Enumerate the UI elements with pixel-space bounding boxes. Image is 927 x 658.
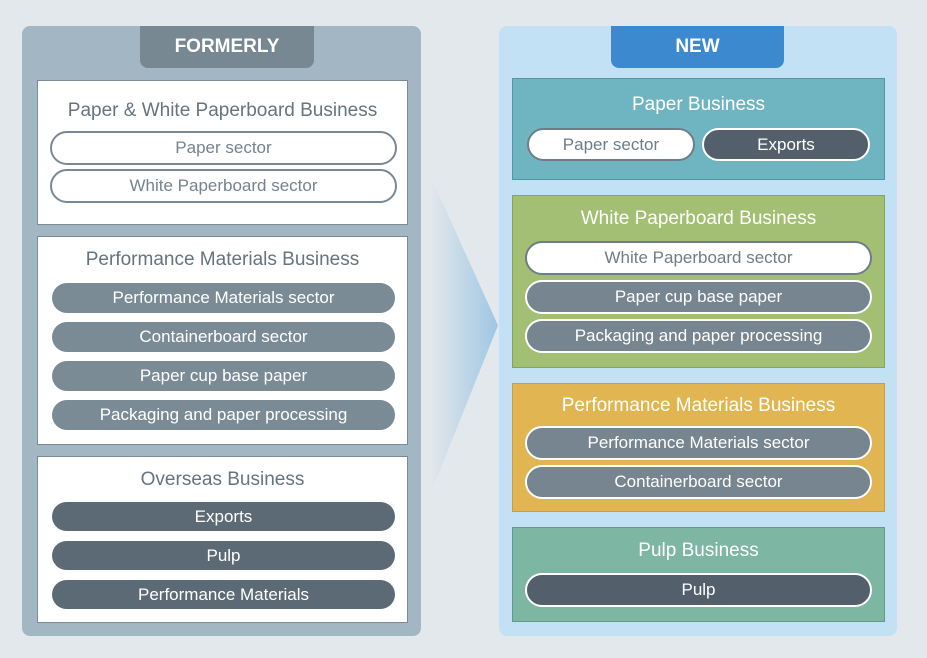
sector-pill: White Paperboard sector <box>525 241 872 275</box>
sector-pill: Performance Materials sector <box>52 283 395 313</box>
group-title: Paper Business <box>631 94 766 115</box>
new-header: NEW <box>611 26 784 68</box>
sector-pill: Packaging and paper processing <box>525 319 872 353</box>
sector-pill: Paper cup base paper <box>525 280 872 314</box>
group-performance-materials-old: Performance Materials Business Performan… <box>37 236 408 445</box>
sector-pill: White Paperboard sector <box>50 169 397 203</box>
group-title: Pulp Business <box>638 540 759 561</box>
group-title: Performance Materials Business <box>561 395 836 416</box>
sector-pill: Containerboard sector <box>525 465 872 499</box>
group-title: Overseas Business <box>140 469 305 490</box>
group-paper-white-paperboard: Paper & White Paperboard Business Paper … <box>37 80 408 225</box>
sector-pill: Paper sector <box>50 131 397 165</box>
sector-pill: Pulp <box>525 573 872 607</box>
sector-pill: Packaging and paper processing <box>52 400 395 430</box>
sector-pill: Performance Materials <box>52 580 395 609</box>
group-title: Paper & White Paperboard Business <box>67 100 378 121</box>
group-paper-business: Paper Business Paper sector Exports <box>512 78 885 180</box>
formerly-header: FORMERLY <box>140 26 314 68</box>
sector-pill: Performance Materials sector <box>525 426 872 460</box>
group-white-paperboard-business: White Paperboard Business White Paperboa… <box>512 195 885 368</box>
sector-pill: Paper sector <box>527 128 695 161</box>
sector-pill: Paper cup base paper <box>52 361 395 391</box>
group-title: Performance Materials Business <box>85 249 360 270</box>
group-performance-materials-business: Performance Materials Business Performan… <box>512 383 885 512</box>
sector-pill: Containerboard sector <box>52 322 395 352</box>
group-pulp-business: Pulp Business Pulp <box>512 527 885 622</box>
group-overseas: Overseas Business Exports Pulp Performan… <box>37 456 408 623</box>
sector-pill: Exports <box>52 502 395 531</box>
group-title: White Paperboard Business <box>580 208 817 229</box>
sector-pill: Pulp <box>52 541 395 570</box>
sector-pill: Exports <box>702 128 870 161</box>
arrow-icon <box>430 175 498 495</box>
